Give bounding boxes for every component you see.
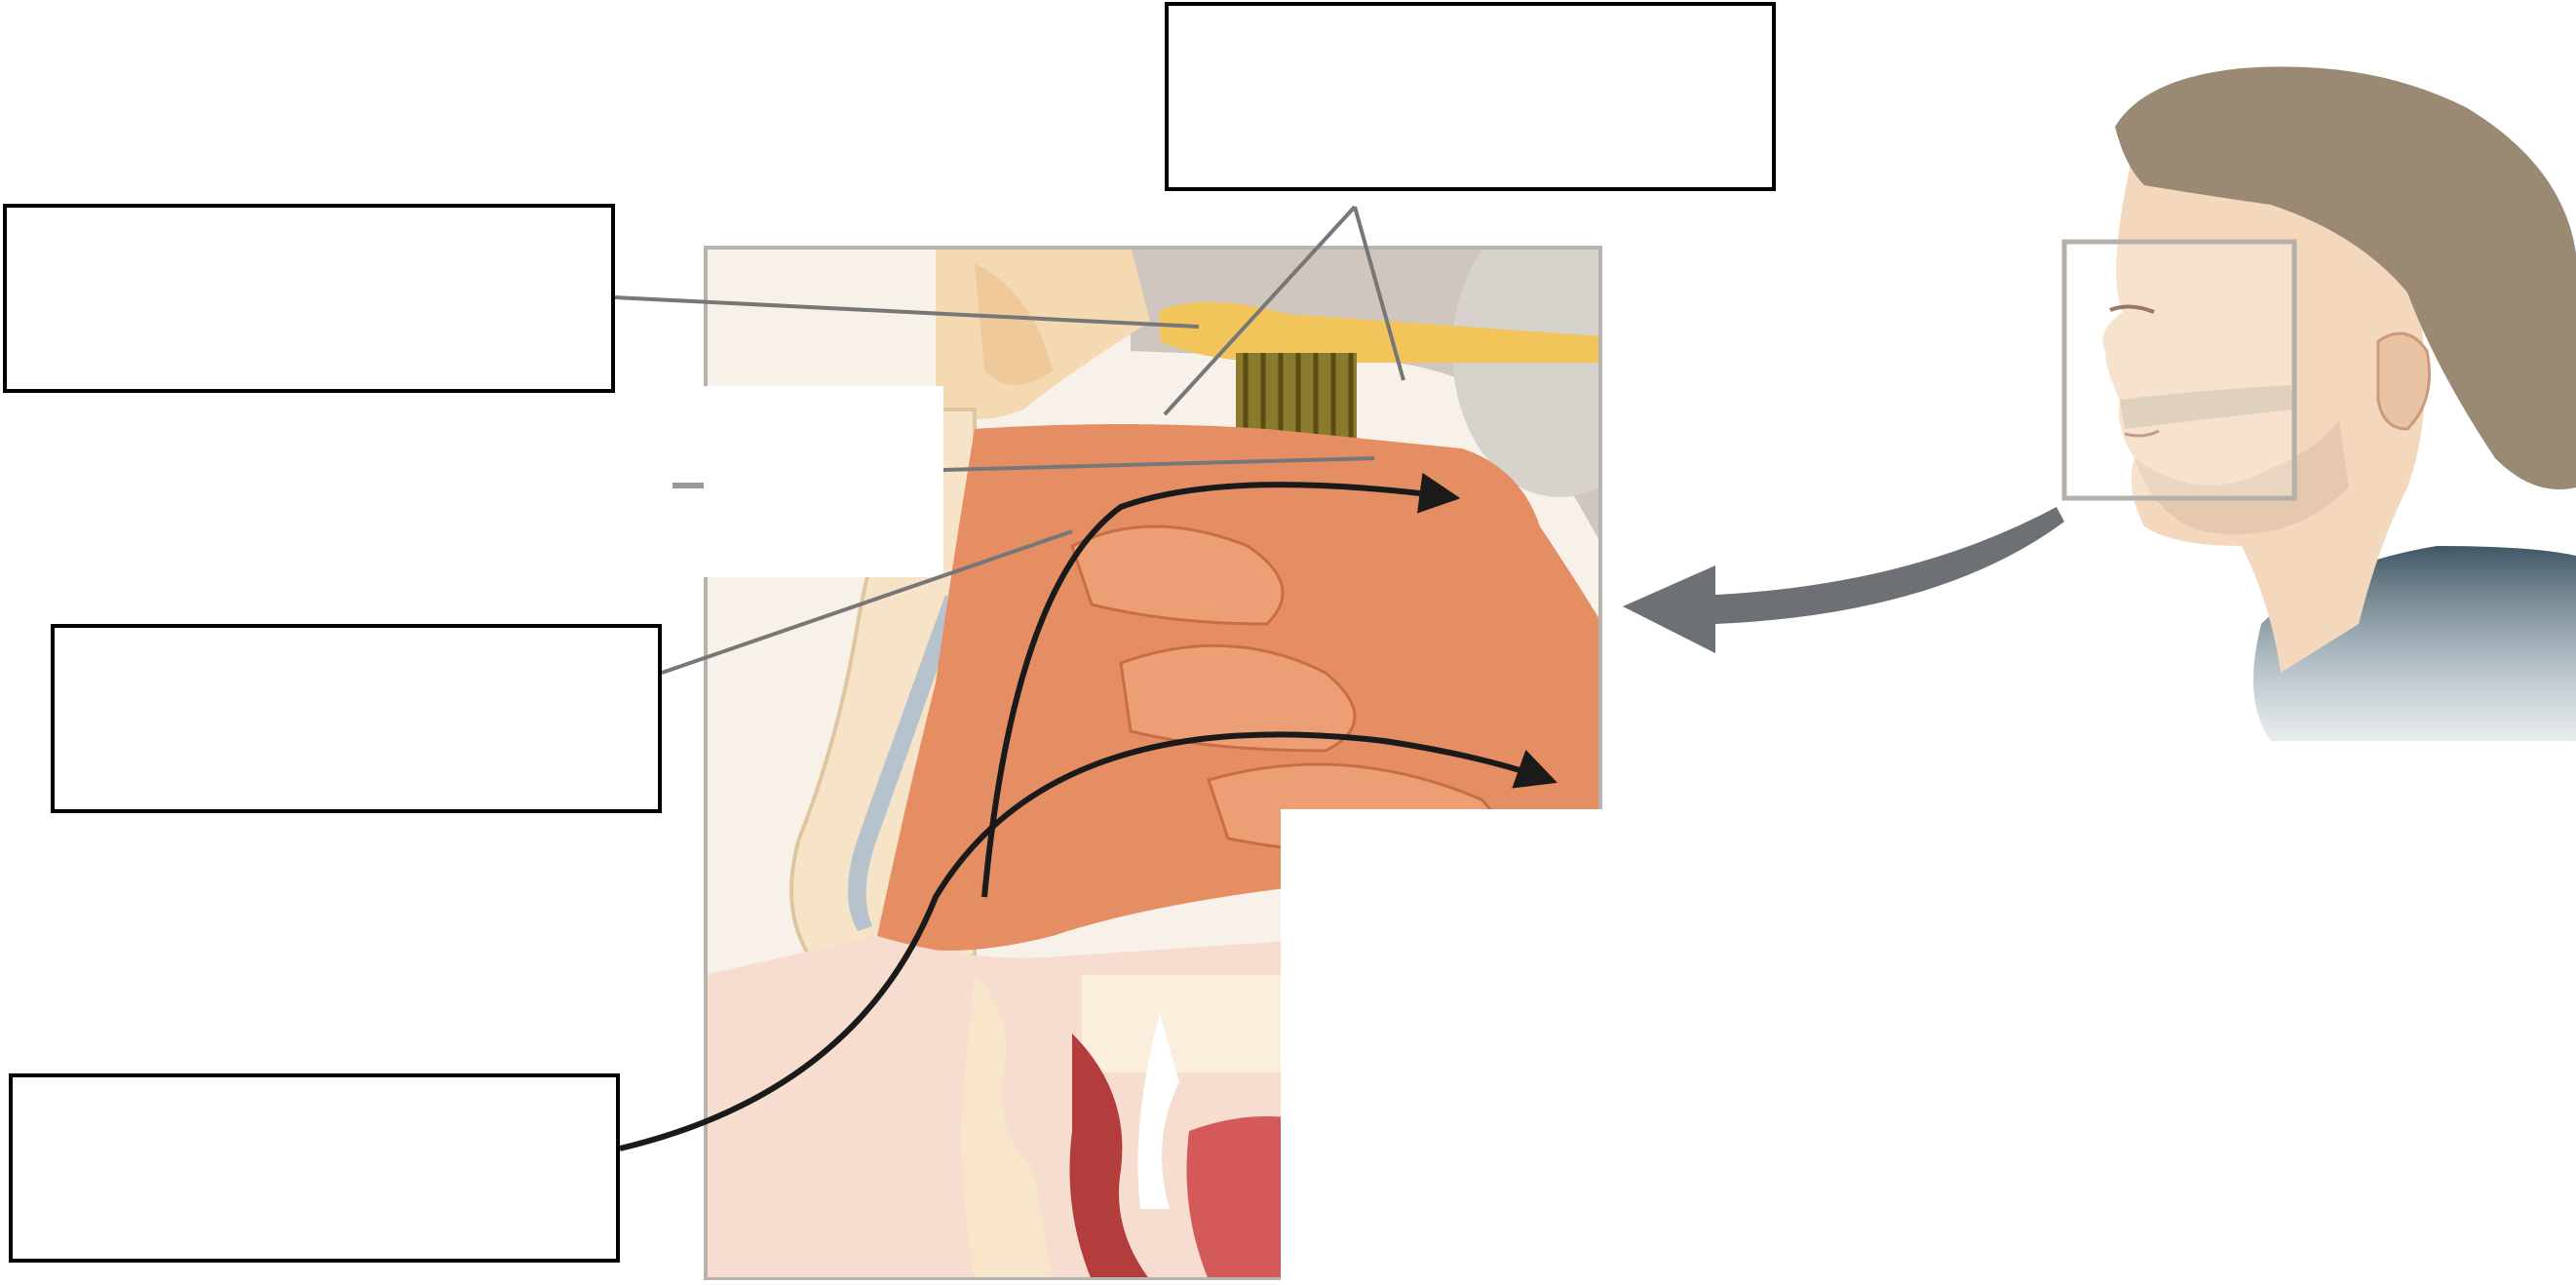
blank-patch-upper [704,386,943,577]
head-illustration [2064,66,2576,741]
label-box-left-3[interactable] [9,1073,620,1263]
selection-frame [2064,242,2294,498]
label-box-left-2[interactable] [51,624,662,813]
label-box-left-1[interactable] [3,204,615,393]
blank-patch-lower [1281,809,2576,1280]
label-box-top[interactable] [1165,2,1776,191]
pointer-arrow [1623,507,2064,653]
hard-palate [1082,975,1306,1072]
